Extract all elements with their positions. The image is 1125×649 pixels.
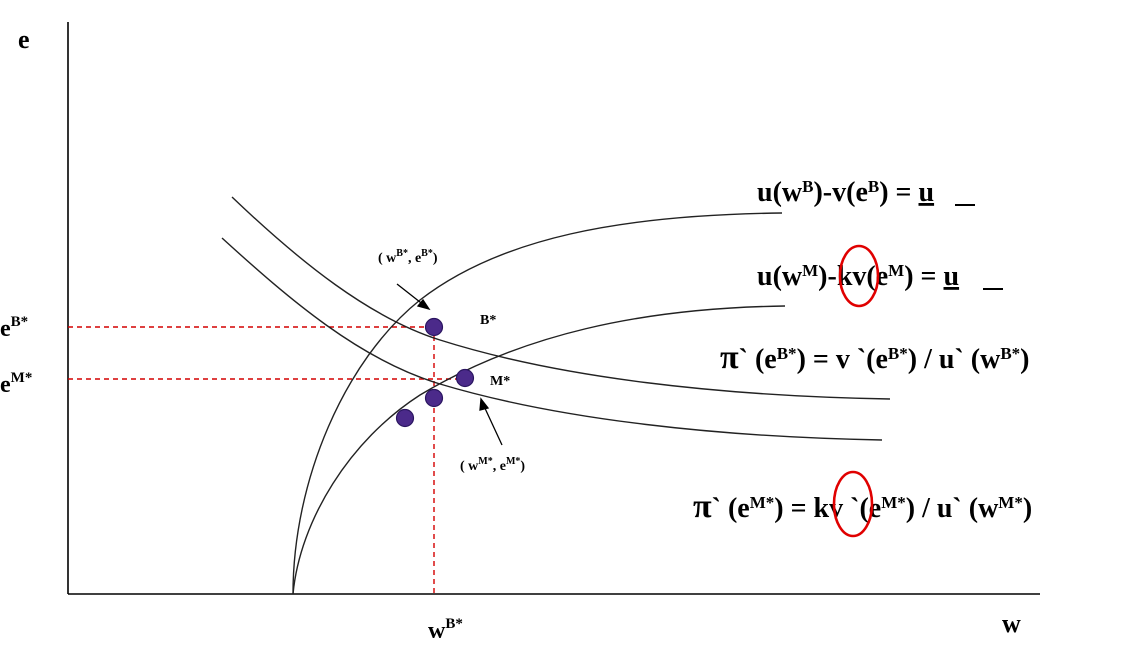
- tick-wB-base: w: [428, 618, 446, 644]
- coord-m-mid: , e: [493, 459, 506, 474]
- point-label-b: B*: [480, 313, 496, 328]
- eq1-p3: ) =: [879, 177, 918, 208]
- points: [395, 317, 475, 428]
- eq3-s2: B*: [888, 344, 908, 363]
- coord-label-m: ( wM*, eM*): [460, 456, 525, 474]
- tick-eM-sup: M*: [11, 370, 33, 386]
- highlight-circle-kv-eq4: [832, 470, 874, 538]
- coord-m-sup2: M*: [506, 456, 520, 467]
- eq3-p4: ): [1020, 344, 1029, 375]
- equation-foc-m: π` (eM*) = kv `(eM*) / u` (wM*): [693, 488, 1032, 525]
- coord-label-b: ( wB*, eB*): [378, 248, 438, 266]
- tick-label-eM: eM*: [0, 370, 32, 398]
- eq2-s2: M: [888, 261, 904, 280]
- x-axis-label: w: [1002, 609, 1021, 638]
- eq1-u: u: [919, 177, 935, 208]
- eq4-s3: M*: [998, 493, 1023, 512]
- eq3-s3: B*: [1000, 344, 1020, 363]
- eq4-pi: π: [693, 488, 712, 525]
- coord-b-mid: , e: [408, 251, 421, 266]
- eq1-s1: B: [802, 177, 813, 196]
- point-m-star: [455, 368, 475, 388]
- indifference-curve-M: [292, 305, 786, 595]
- eq3-p2: ) = v `(e: [797, 344, 888, 375]
- eq4-p4: ) / u` (w: [906, 493, 999, 524]
- point-label-m: M*: [490, 374, 510, 389]
- tick-wB-sup: B*: [445, 616, 463, 632]
- tick-label-wB: wB*: [428, 616, 463, 644]
- isoprofit-curve-M: [221, 237, 883, 441]
- curves: [221, 196, 891, 595]
- eq1-p2: )-v(e: [813, 177, 867, 208]
- axes: e w: [18, 22, 1040, 638]
- y-axis-label: e: [18, 25, 30, 54]
- coord-m-open: ( w: [460, 459, 479, 474]
- tick-eM-base: e: [0, 372, 11, 398]
- eq3-pi: π: [720, 339, 739, 376]
- arrow-b-coord-head: [416, 298, 431, 311]
- eq2-u: u: [944, 261, 960, 292]
- eq3-s1: B*: [777, 344, 797, 363]
- point-b-star: [424, 317, 444, 337]
- arrow-m-coord: [482, 403, 503, 446]
- tick-eB-base: e: [0, 316, 11, 342]
- eq4-s2: M*: [881, 493, 906, 512]
- tick-label-eB: eB*: [0, 314, 28, 342]
- eq1-p1: u(w: [757, 177, 803, 208]
- coord-b-open: ( w: [378, 251, 397, 266]
- eq4-p3: `(e: [843, 493, 881, 524]
- eq4-s1: M*: [750, 493, 775, 512]
- eq4-p5: ): [1023, 493, 1032, 524]
- guide-lines: [68, 326, 465, 594]
- coord-m-close: ): [520, 459, 525, 474]
- equation-participation-b: u(wB)-v(eB) = u: [757, 177, 934, 208]
- eq3-p3: ) / u` (w: [908, 344, 1001, 375]
- eq2-p2: )-: [818, 261, 837, 292]
- eq2-p4: ) =: [904, 261, 943, 292]
- tick-eB-sup: B*: [11, 314, 29, 330]
- isoprofit-curve-B: [231, 196, 891, 400]
- coord-m-sup1: M*: [478, 456, 492, 467]
- eq2-p1: u(w: [757, 261, 803, 292]
- arrow-m-coord-head: [479, 397, 490, 411]
- equation-participation-m: u(wM)-kv(eM) = u: [757, 261, 959, 292]
- eq2-s1: M: [802, 261, 818, 280]
- highlight-circle-kv-eq2: [838, 244, 880, 308]
- eq4-p1: ` (e: [712, 493, 750, 524]
- point-lower: [395, 408, 415, 428]
- coord-b-sup1: B*: [396, 248, 408, 259]
- arrows: [396, 283, 503, 446]
- coord-b-close: ): [433, 251, 438, 266]
- eq3-p1: ` (e: [739, 344, 777, 375]
- equation-foc-b: π` (eB*) = v `(eB*) / u` (wB*): [720, 339, 1029, 376]
- coord-b-sup2: B*: [421, 248, 433, 259]
- eq1-s2: B: [868, 177, 879, 196]
- eq4-p2: ) =: [774, 493, 813, 524]
- eq4-kv: kv: [814, 493, 844, 524]
- point-intermediate: [424, 388, 444, 408]
- indifference-curve-B: [292, 212, 783, 595]
